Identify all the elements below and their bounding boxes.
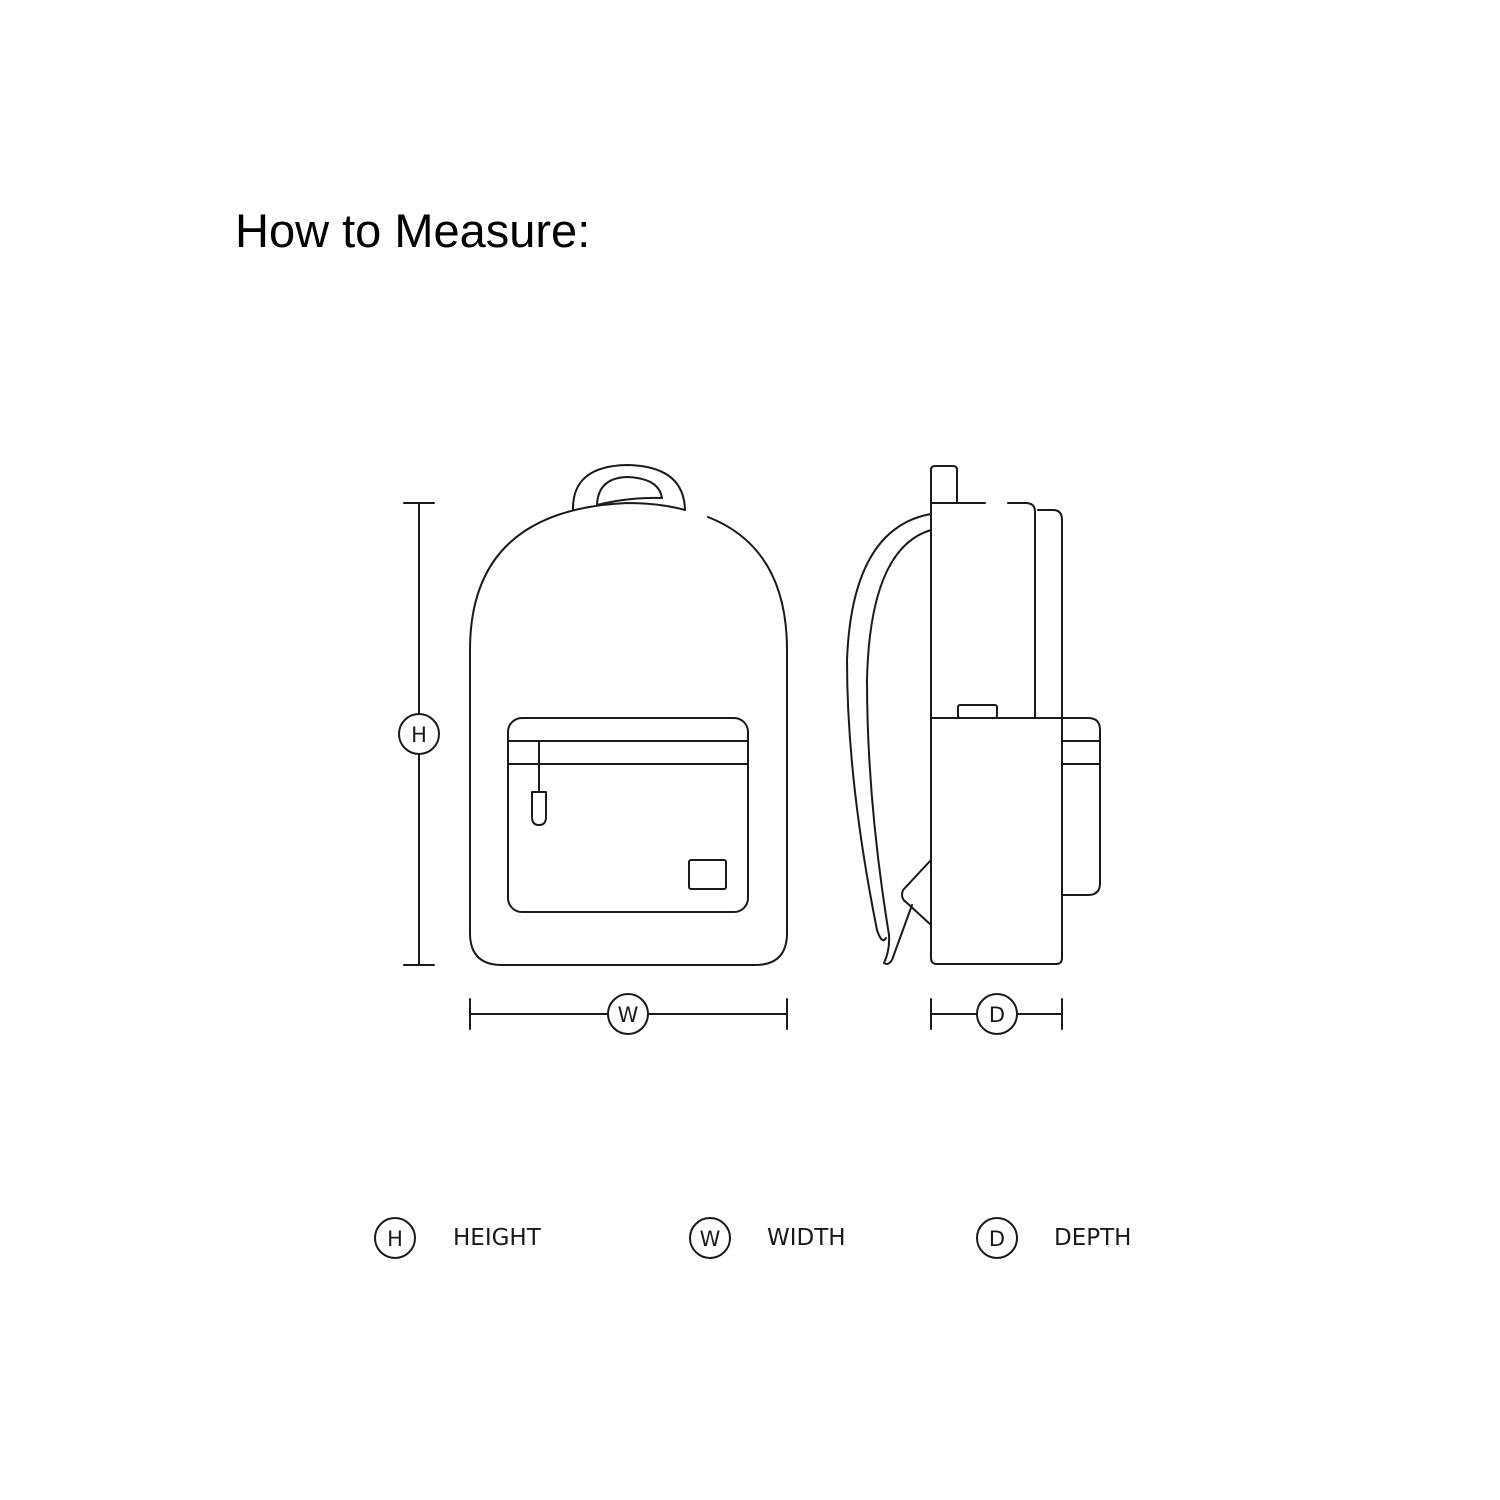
width-marker-letter: W: [618, 1003, 639, 1027]
legend-depth-icon: [976, 1217, 1018, 1259]
backpack-side-view: [846, 465, 1101, 965]
legend-depth-letter: D: [989, 1227, 1005, 1251]
legend-depth-label: DEPTH: [1054, 1225, 1132, 1251]
legend-width-letter: W: [700, 1227, 721, 1251]
page-title: How to Measure:: [235, 204, 591, 257]
side-body-outline: [930, 502, 1063, 965]
side-pocket: [1061, 717, 1101, 896]
front-pocket: [507, 717, 749, 913]
strap-buckle: [901, 859, 932, 926]
width-marker-icon: [607, 993, 649, 1035]
height-marker-icon: [398, 713, 440, 755]
side-handle: [930, 465, 958, 504]
depth-marker-letter: D: [989, 1003, 1005, 1027]
legend-width-icon: [689, 1217, 731, 1259]
legend-height-letter: H: [387, 1227, 403, 1251]
depth-marker-icon: [976, 993, 1018, 1035]
shoulder-strap: [846, 513, 932, 942]
logo-patch: [688, 859, 727, 890]
legend-width-label: WIDTH: [767, 1225, 846, 1251]
depth-dimension: D: [930, 993, 1063, 1035]
legend-height-icon: [374, 1217, 416, 1259]
height-dimension: H: [398, 502, 440, 966]
backpack-front-view: [469, 464, 788, 966]
legend: H W D: [374, 1217, 1018, 1259]
front-body-outline: [469, 502, 788, 966]
top-handle: [571, 464, 686, 511]
legend-height-label: HEIGHT: [453, 1225, 541, 1251]
width-dimension: W: [469, 993, 788, 1035]
zipper-pull-icon: [531, 791, 547, 826]
height-marker-letter: H: [411, 723, 427, 747]
